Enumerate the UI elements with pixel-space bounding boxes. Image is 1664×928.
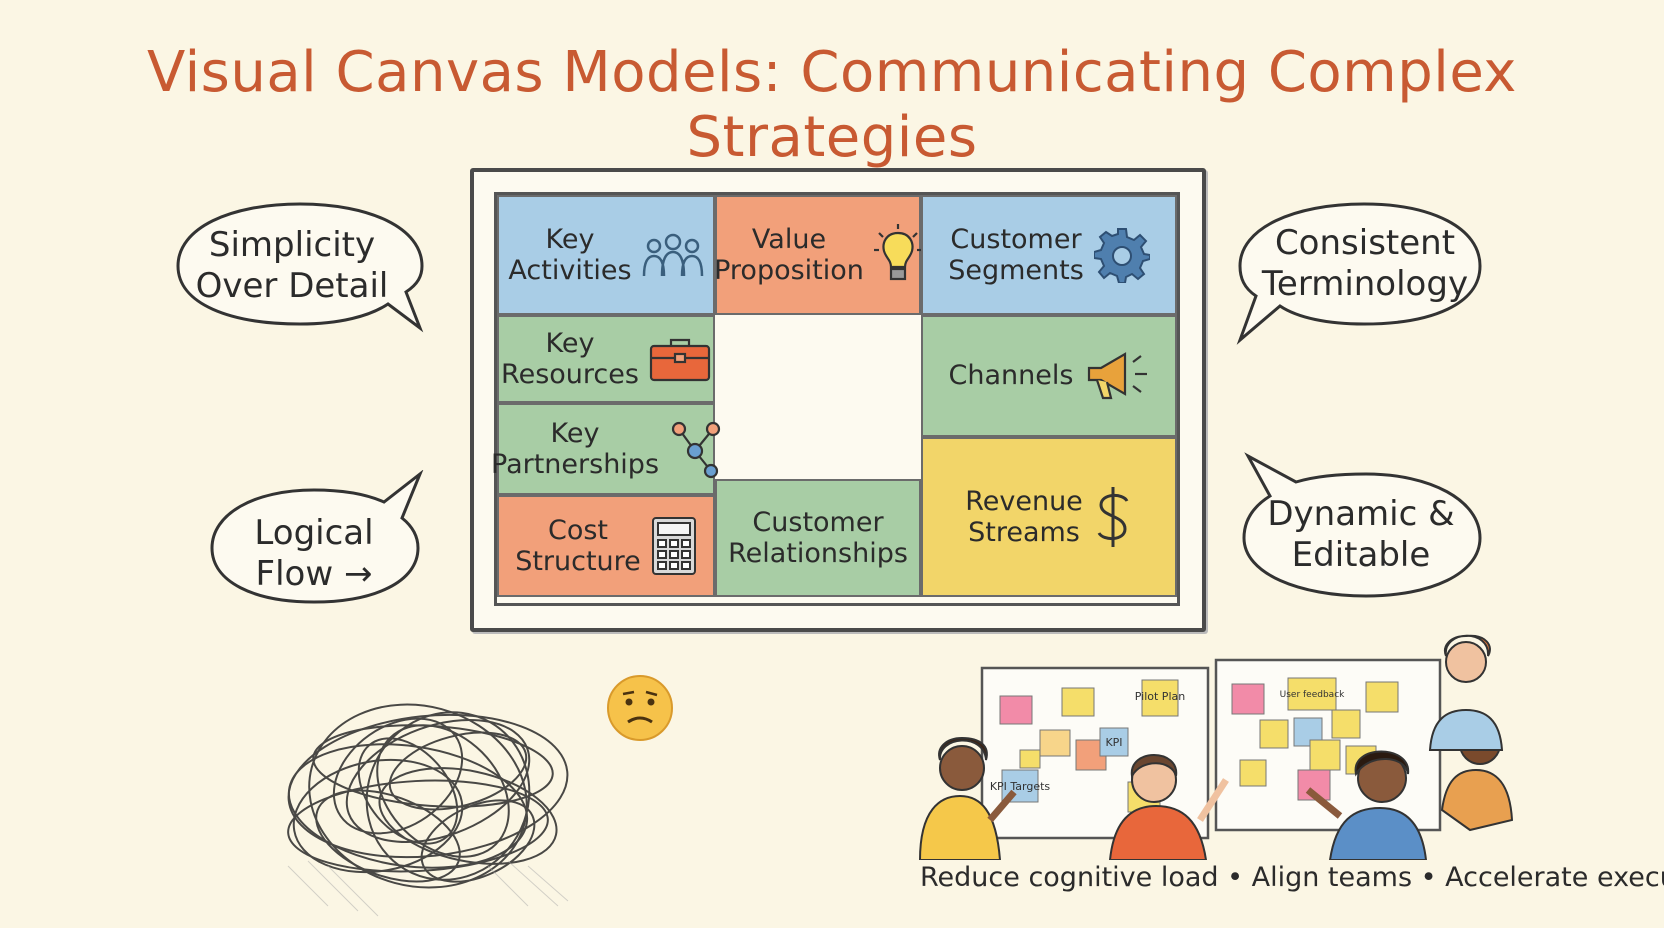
sticky-note-kpi: KPI xyxy=(1105,736,1122,749)
people-icon xyxy=(642,233,703,277)
person-left xyxy=(918,736,1017,860)
bubble-shape xyxy=(1236,202,1482,345)
cell-channels: Channels xyxy=(921,315,1177,437)
cell-label: Customer Segments xyxy=(948,223,1084,286)
sticky-note-kpi-targets: KPI Targets xyxy=(990,780,1051,793)
confused-face-icon xyxy=(607,675,673,741)
network-icon xyxy=(671,421,721,479)
lightbulb-icon xyxy=(873,224,922,281)
cell-key-resources: Key Resources xyxy=(497,315,715,403)
bubble-text: Consistent Terminology xyxy=(1261,223,1469,304)
tagline: Reduce cognitive load • Align teams • Ac… xyxy=(920,862,1664,893)
cell-label: Key Activities xyxy=(508,223,632,286)
calculator-icon xyxy=(651,517,696,575)
bubble-simplicity: Simplicity Over Detail xyxy=(170,196,430,336)
bubble-text: Logical Flow → xyxy=(254,513,374,594)
bubble-text: Dynamic & Editable xyxy=(1267,494,1455,575)
cell-key-activities: Key Activities xyxy=(497,195,715,315)
sticky-note-pilot-plan: Pilot Plan xyxy=(1135,690,1185,703)
bubble-dynamic-editable: Dynamic & Editable xyxy=(1234,450,1488,606)
team-workshop-illustration: Pilot Plan KPI KPI Targets User feedback xyxy=(918,634,1514,860)
tangled-scribble-illustration xyxy=(287,703,569,917)
cell-label: Customer Relationships xyxy=(728,506,908,569)
cell-customer-relationships: Customer Relationships xyxy=(715,479,921,597)
cell-cost-structure: Cost Structure xyxy=(497,495,715,597)
sticky-note-user-feedback: User feedback xyxy=(1280,690,1346,700)
cell-label: Channels xyxy=(948,360,1074,392)
person-right-front xyxy=(1305,750,1428,860)
cell-label: Cost Structure xyxy=(515,514,641,577)
cell-customer-segments: Customer Segments xyxy=(921,195,1177,315)
bubble-shape xyxy=(210,470,424,604)
toolbox-icon xyxy=(649,338,711,382)
cell-label: Revenue Streams xyxy=(965,485,1083,548)
page-title: Visual Canvas Models: Communicating Comp… xyxy=(147,40,1517,170)
bubble-logical-flow: Logical Flow → xyxy=(204,470,430,610)
cell-label: Value Proposition xyxy=(714,223,864,286)
cell-value-proposition: Value Proposition xyxy=(714,195,922,315)
cell-label: Key Partnerships xyxy=(491,417,660,480)
bubble-shape xyxy=(176,202,424,333)
person-center xyxy=(1108,754,1229,860)
person-top-right xyxy=(1428,634,1504,751)
dollar-icon xyxy=(1097,487,1129,547)
gear-icon xyxy=(1093,228,1150,283)
bubble-text: Simplicity Over Detail xyxy=(195,225,389,306)
cell-key-partnerships: Key Partnerships xyxy=(491,403,721,495)
business-model-canvas: Key Activities Value Proposition Custome… xyxy=(491,192,1180,606)
bubble-shape xyxy=(1242,452,1482,598)
cell-revenue-streams: Revenue Streams xyxy=(921,437,1177,597)
bubble-consistent-terminology: Consistent Terminology xyxy=(1232,196,1488,346)
cell-label: Key Resources xyxy=(501,327,639,390)
megaphone-icon xyxy=(1088,352,1148,400)
